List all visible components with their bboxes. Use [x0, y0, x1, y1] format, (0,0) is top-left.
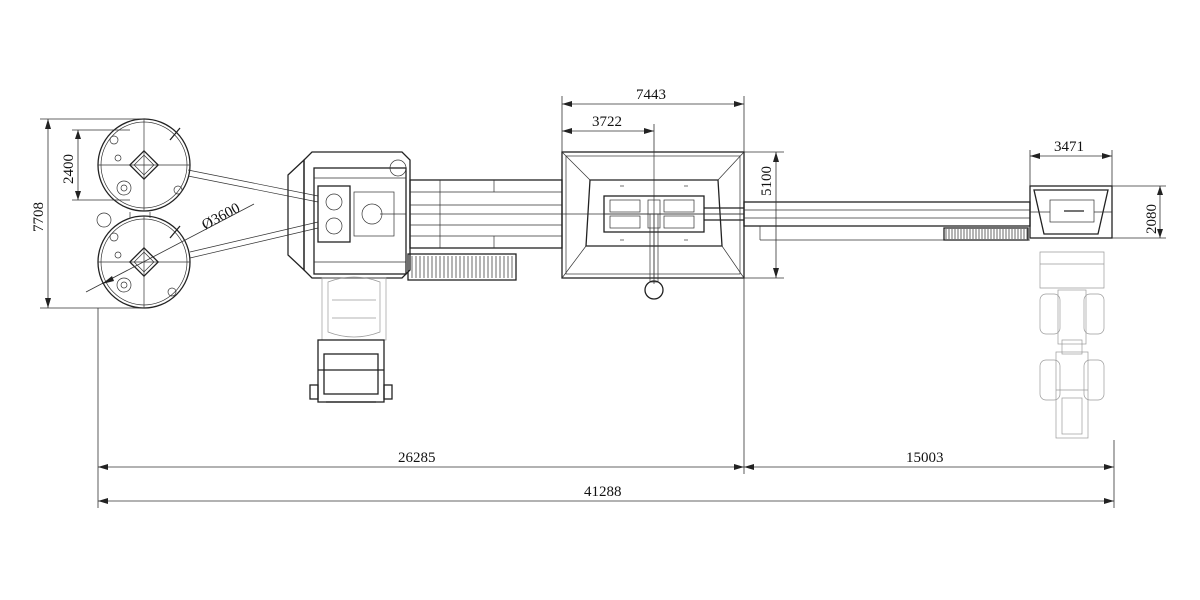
centre-unit	[561, 151, 745, 300]
tank-lower	[96, 212, 191, 309]
wheel-loader-right	[1039, 251, 1105, 439]
overall-height-label: 7708	[31, 202, 47, 232]
dim-end-unit-depth: 2080	[1112, 185, 1166, 239]
belt-conveyor-right	[743, 201, 1031, 241]
tank-spacing-label: 2400	[61, 154, 77, 184]
screw-conveyor-lower	[407, 253, 517, 281]
dim-right-span: 15003	[744, 450, 1114, 470]
dim-end-unit-width: 3471	[1029, 139, 1113, 186]
end-unit	[1029, 185, 1113, 239]
centre-width-half-label: 3722	[592, 114, 622, 130]
mixer-truck-left	[309, 276, 393, 403]
belt-conveyor-left	[409, 179, 563, 249]
right-span-label: 15003	[906, 450, 944, 466]
belt-hatching-right	[945, 229, 1028, 239]
dim-centre-depth: 5100	[744, 151, 784, 279]
dim-overall-length: 41288	[98, 484, 1114, 504]
dim-overall-height: 7708	[31, 118, 144, 309]
centre-width-total-label: 7443	[636, 87, 666, 103]
end-unit-width-label: 3471	[1054, 139, 1084, 155]
tank-upper	[97, 118, 191, 212]
centre-depth-label: 5100	[759, 166, 775, 196]
tank-diameter-label: Ø3600	[199, 200, 243, 233]
dim-centre-width-half: 3722	[562, 114, 655, 152]
overall-length-label: 41288	[584, 484, 622, 500]
tank-diameter-leader: Ø3600	[85, 200, 255, 293]
left-span-label: 26285	[398, 450, 436, 466]
dim-tank-spacing: 2400	[61, 129, 130, 201]
mixing-plant	[287, 151, 411, 279]
dim-centre-width-total: 7443	[561, 87, 745, 152]
dim-left-span: 26285	[98, 450, 744, 470]
feed-pipes	[187, 169, 319, 259]
end-unit-depth-label: 2080	[1144, 204, 1160, 234]
